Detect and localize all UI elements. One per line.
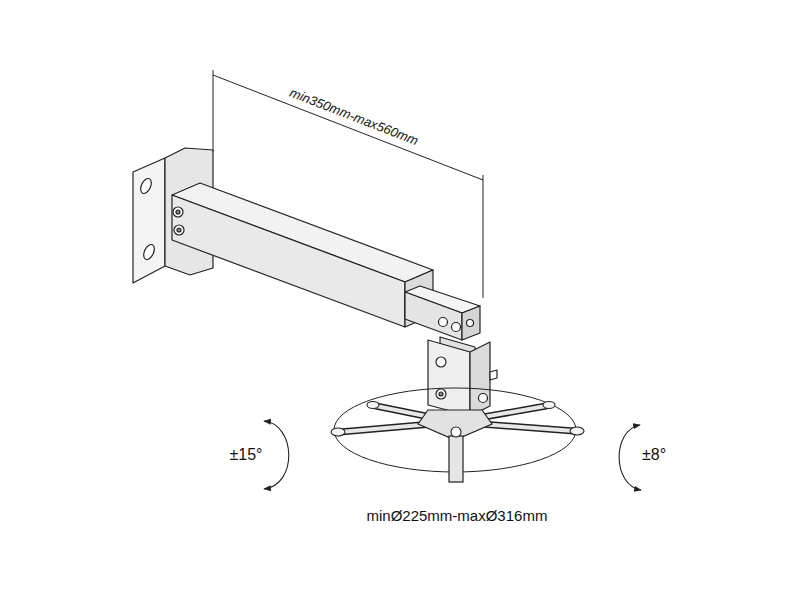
tilt-plate-side — [470, 342, 490, 416]
angle-label: ±8° — [642, 446, 666, 463]
rotation-arc — [619, 425, 641, 490]
bolt — [467, 320, 474, 327]
bolt — [439, 318, 448, 327]
rotation-arrows — [264, 421, 641, 490]
bolt — [176, 210, 180, 214]
label-holder: min350mm-max560mm — [287, 83, 421, 149]
spider-plate — [331, 388, 584, 482]
bolt — [436, 357, 446, 367]
bolt — [439, 392, 443, 396]
inner-tube-front — [405, 292, 462, 340]
center-plate — [418, 410, 492, 440]
dimension-label: min350mm-max560mm — [287, 85, 420, 148]
dimension-label: minØ225mm-maxØ316mm — [367, 507, 548, 524]
bolt — [452, 323, 461, 332]
wall-plate — [133, 158, 165, 283]
rotation-arc — [264, 421, 289, 489]
bolt — [173, 207, 183, 217]
extension-arm — [172, 183, 480, 340]
bolt — [451, 427, 461, 437]
label-holder: minØ225mm-maxØ316mm — [367, 507, 548, 525]
bolt — [436, 389, 446, 399]
bolt — [177, 228, 181, 232]
bolt — [479, 394, 488, 403]
outer-tube-front — [172, 195, 405, 327]
extension-line — [213, 70, 214, 152]
center-post — [449, 436, 463, 482]
label-holder: ±15° — [230, 446, 263, 464]
angle-label: ±15° — [230, 446, 263, 463]
inner-tube-end — [462, 306, 480, 340]
extension-line — [483, 175, 484, 298]
label-holder: ±8° — [642, 446, 666, 464]
tilt-bracket — [428, 337, 497, 416]
mounting-slot — [139, 177, 154, 195]
tilt-knob — [490, 370, 497, 380]
mounting-slot — [142, 243, 157, 261]
bolt — [174, 225, 184, 235]
dimension-line — [213, 75, 483, 180]
tilt-plate — [428, 340, 470, 416]
